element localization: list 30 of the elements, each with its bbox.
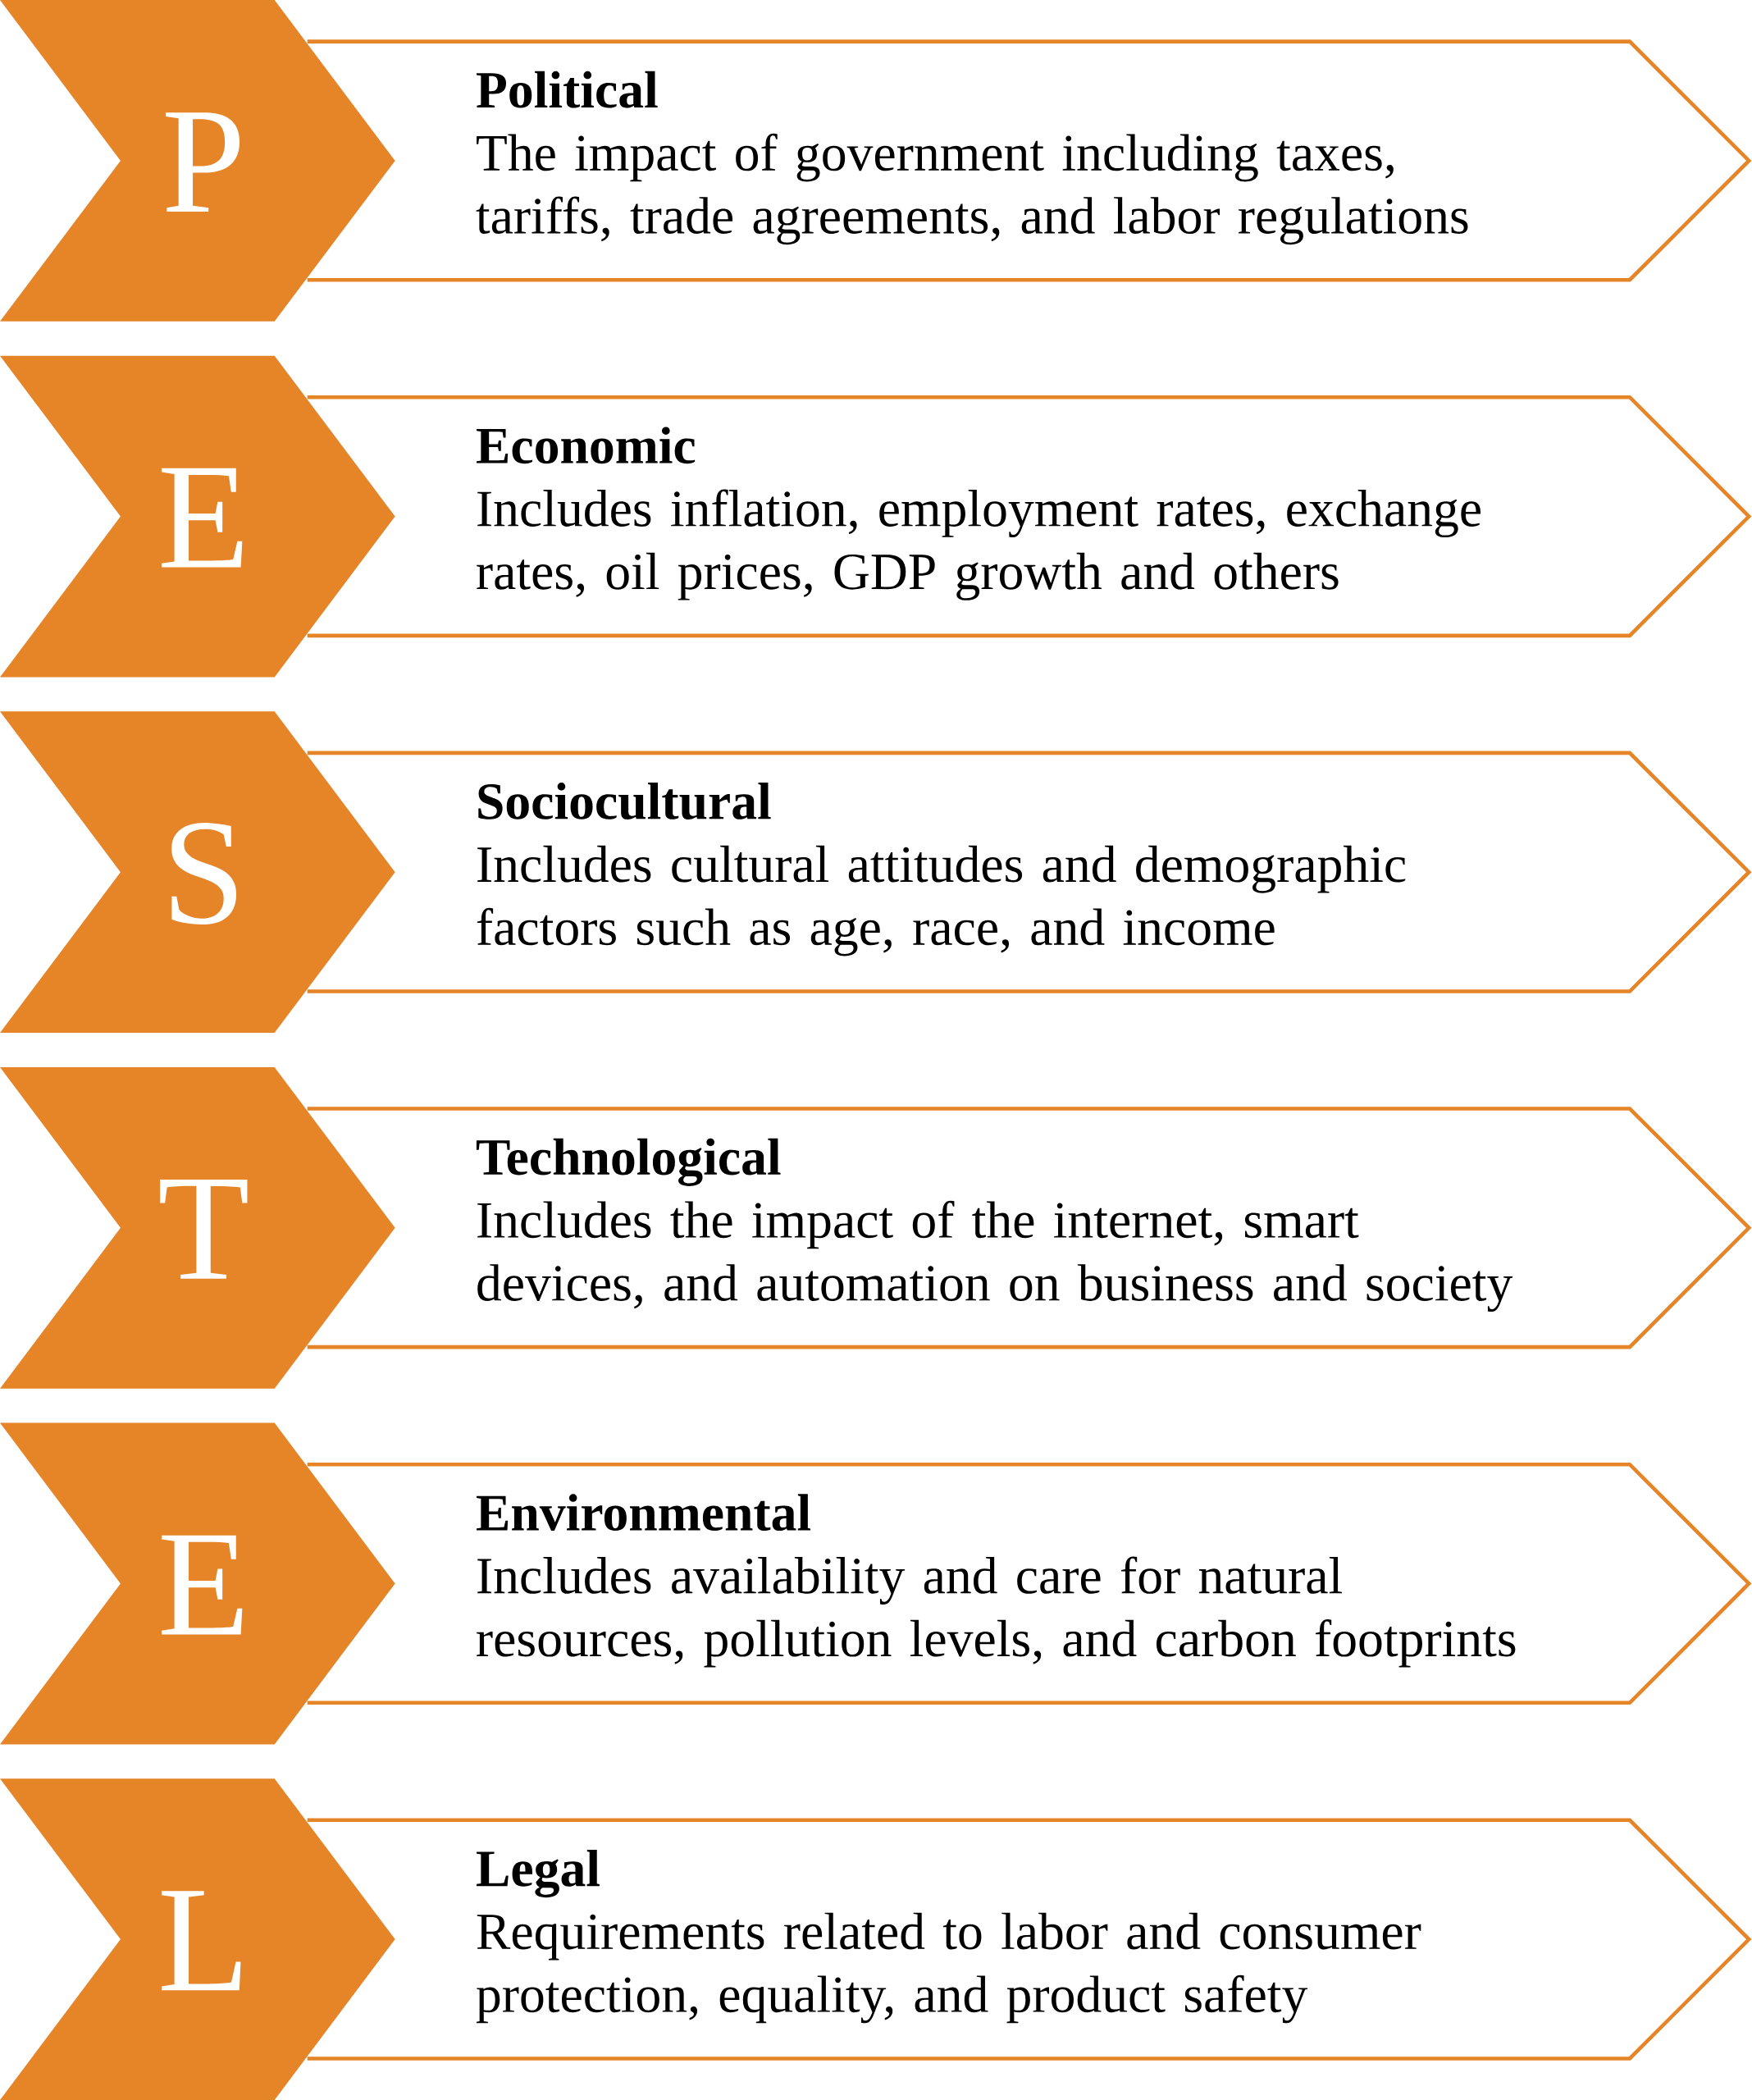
box-heading: Environmental	[477, 1494, 811, 1532]
pointed-box	[307, 39, 1752, 282]
pointed-box	[307, 751, 1752, 993]
pointed-box	[307, 1462, 1752, 1705]
box-heading: Sociocultural	[478, 783, 771, 819]
box-description: Includes cultural attitudes and demographic factors such as age, race, and income	[477, 845, 1406, 956]
box-description: The impact of government including taxes, tariffs, trade agreements, and labor regulations	[476, 133, 1468, 245]
letter-tab	[0, 1778, 395, 2100]
tab-letter: S	[171, 823, 237, 925]
pointed-box	[307, 1107, 1752, 1349]
tab-letter: L	[162, 1891, 241, 1991]
letter-tab	[0, 355, 395, 678]
tab-letter: E	[162, 1535, 243, 1635]
box-heading: Technological	[477, 1138, 781, 1186]
letter-tab	[0, 0, 395, 322]
letter-tab	[0, 711, 395, 1034]
letter-tab	[0, 1422, 395, 1745]
tab-letter: E	[162, 468, 243, 568]
box-description: Requirements related to labor and consumer protection, equality, and product safety	[477, 1912, 1421, 2024]
tab-letter: T	[160, 1180, 248, 1279]
pointed-box	[307, 395, 1752, 638]
box-description: Includes availability and care for natural resources, pollution levels, and carbon footprints	[477, 1556, 1516, 1668]
box-heading: Economic	[477, 427, 696, 464]
tab-letter: P	[166, 112, 240, 212]
box-description: Includes inflation, employment rates, exchange rates, oil prices, GDP growth and others	[477, 489, 1481, 600]
box-heading: Legal	[477, 1849, 600, 1898]
letter-tab	[0, 1066, 395, 1389]
pointed-box	[307, 1818, 1752, 2061]
box-description: Includes the impact of the internet, smart devices, and automation on business and society	[477, 1200, 1513, 1312]
box-heading: Political	[477, 71, 658, 108]
